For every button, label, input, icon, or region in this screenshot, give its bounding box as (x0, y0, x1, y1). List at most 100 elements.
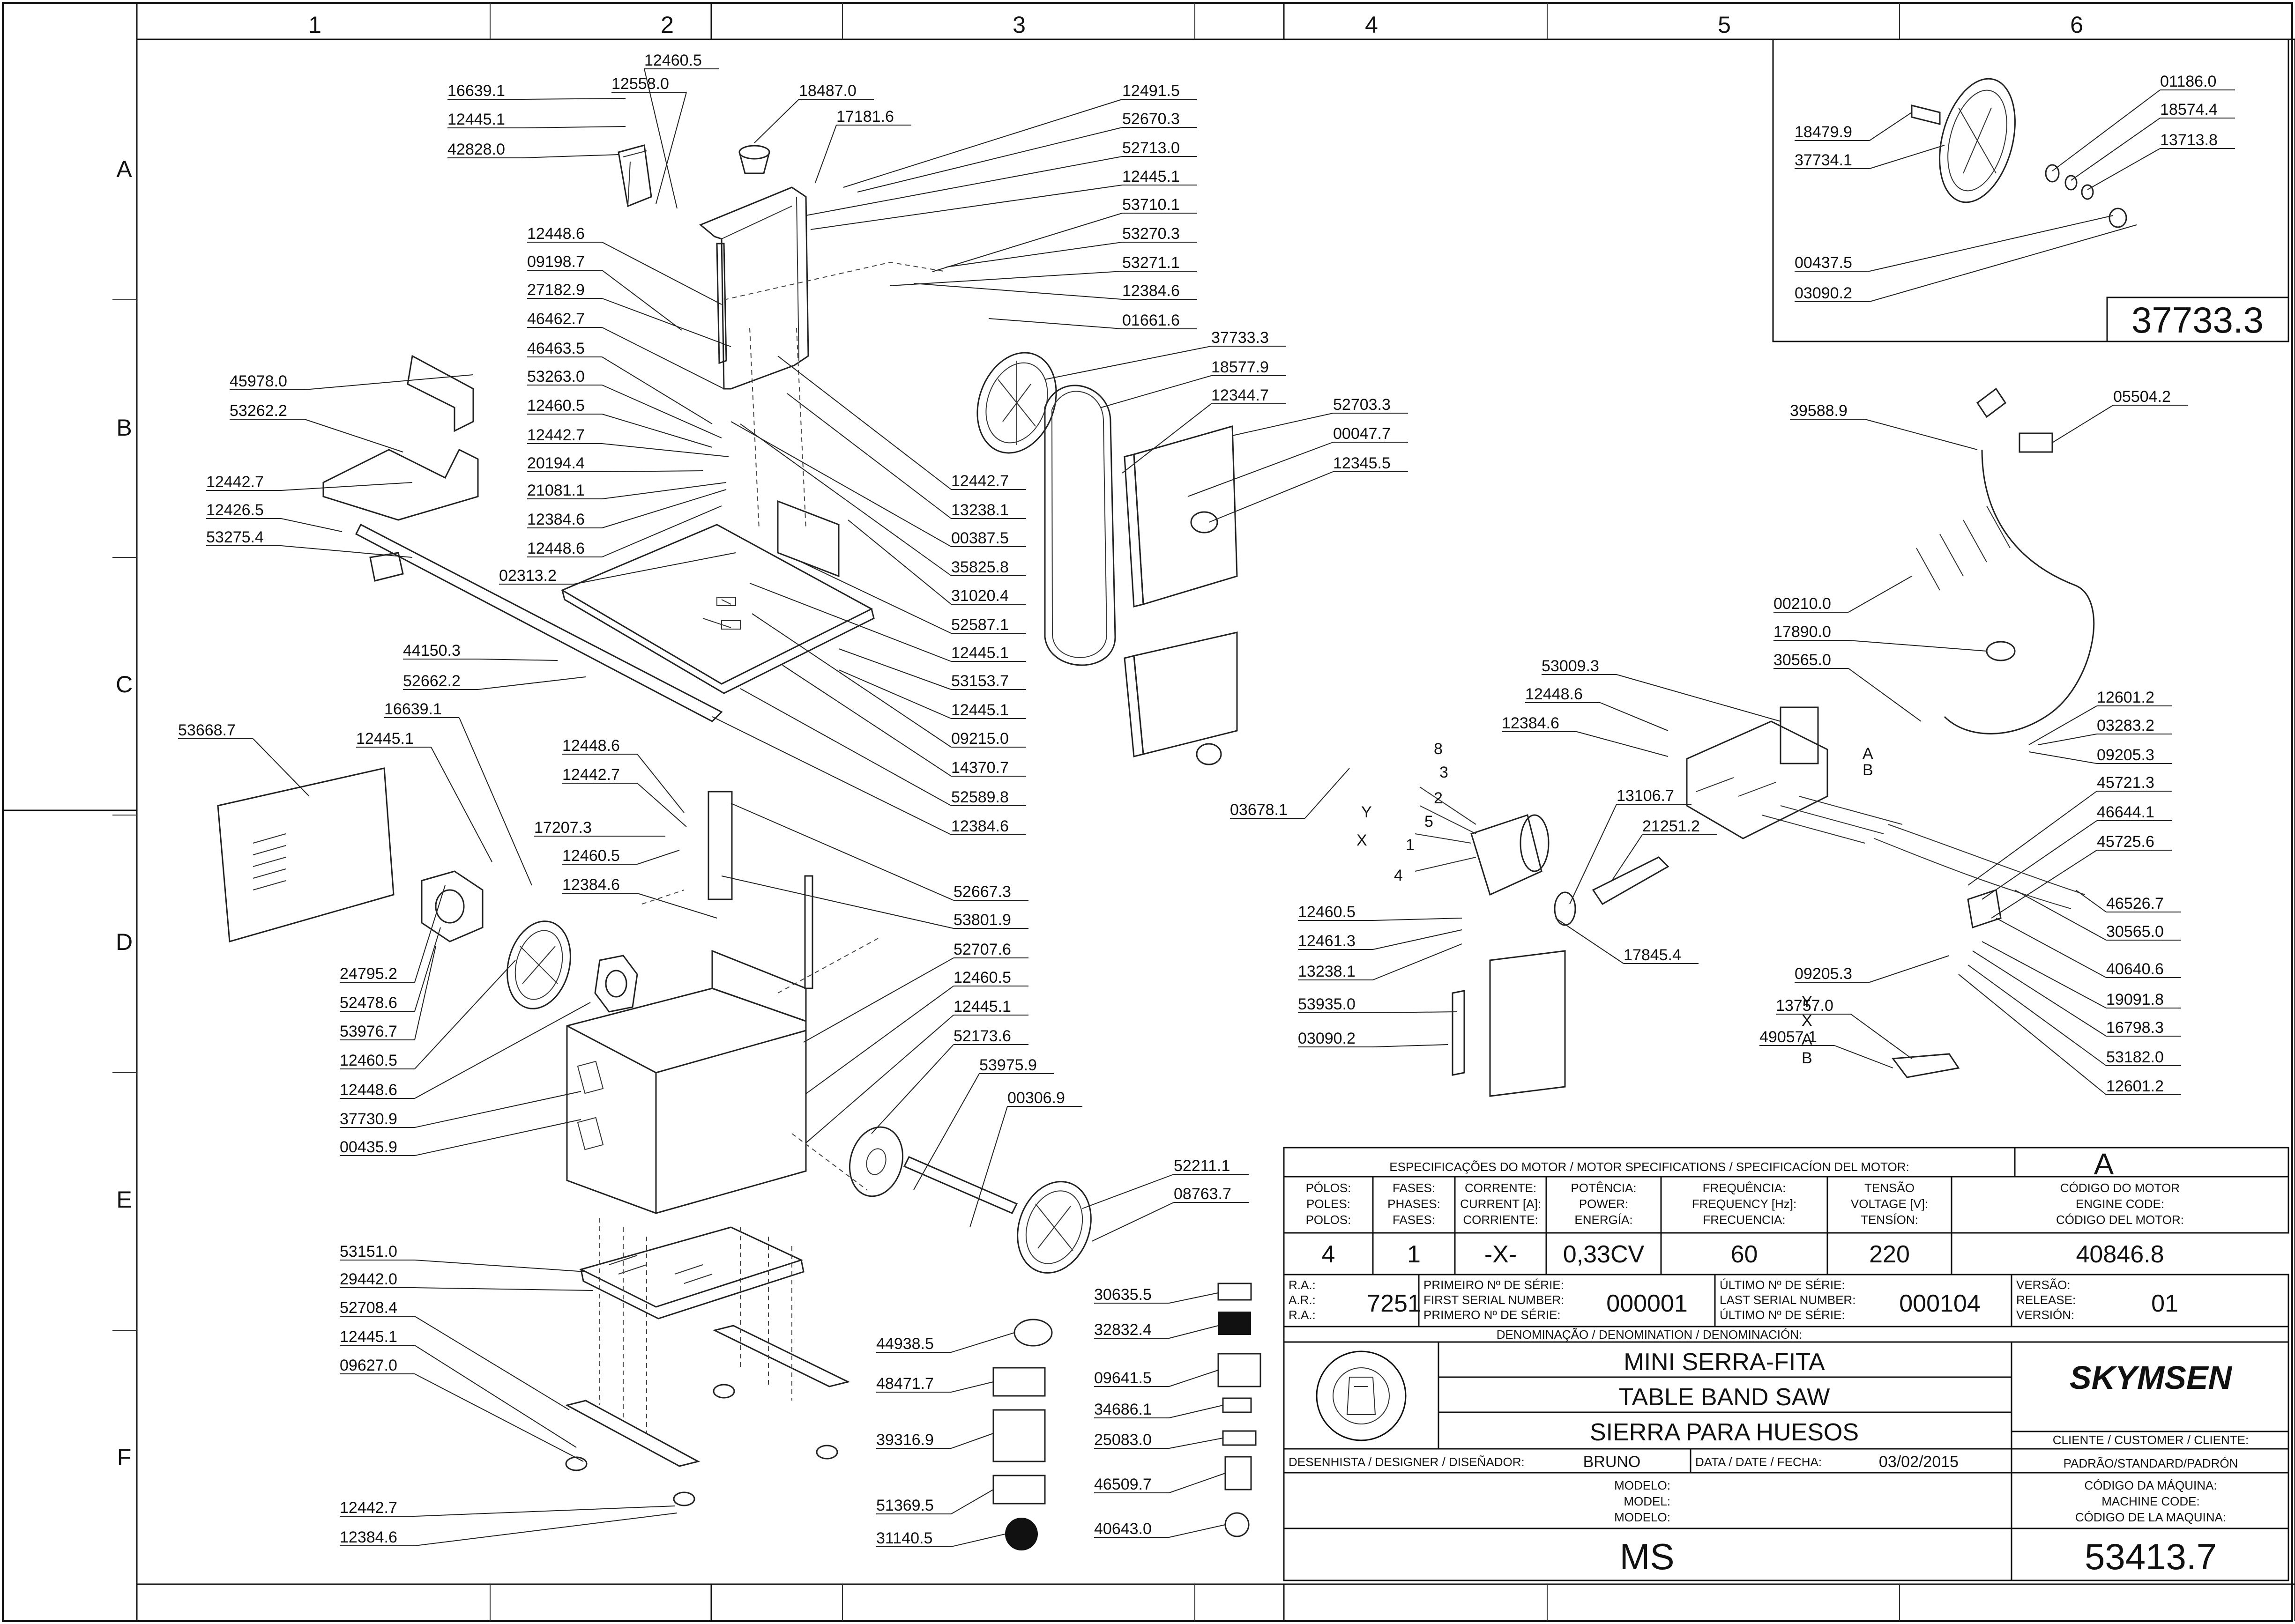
version-label: RELEASE: (2016, 1293, 2076, 1307)
part-number-label: 24795.2 (340, 965, 397, 983)
part-number-label: 52589.8 (951, 788, 1009, 806)
part-number-label: 05504.2 (2113, 388, 2171, 406)
part-number-label: 13238.1 (951, 501, 1009, 519)
leader-line (1094, 1370, 1219, 1387)
part-number-label: 52708.4 (340, 1299, 397, 1317)
part-number-label: 53801.9 (954, 911, 1011, 929)
leader-line (857, 127, 1197, 193)
part-number-label: 12442.7 (951, 472, 1009, 490)
part-number-label: 18574.4 (2160, 101, 2218, 119)
leader-line (403, 676, 586, 690)
motor-spec-value: 220 (1869, 1241, 1910, 1268)
leader-line (206, 545, 413, 558)
part-number-label: 18479.9 (1795, 123, 1852, 141)
leader-line (969, 1106, 1082, 1228)
part-number-label: 53710.1 (1122, 196, 1180, 214)
part-number-label: 12460.5 (954, 969, 1011, 986)
leader-line (340, 1373, 584, 1462)
part-number-label: 12384.6 (1502, 714, 1559, 732)
part-number-label: 45978.0 (230, 372, 287, 390)
motor-spec-header: CORRIENTE: (1463, 1213, 1538, 1227)
motor-spec-header: CÓDIGO DEL MOTOR: (2056, 1213, 2184, 1227)
ra-label: A.R.: (1289, 1293, 1316, 1307)
leader-line (1795, 224, 2137, 302)
part-number-label: 52587.1 (951, 616, 1009, 634)
leader-line (1208, 471, 1408, 523)
motor-spec-header: ENGINE CODE: (2076, 1197, 2164, 1211)
part-number-label: 12491.5 (1122, 82, 1180, 100)
part-number-label: 53976.7 (340, 1023, 397, 1040)
part-number-label: 37734.1 (1795, 151, 1852, 169)
fence-guide-rail (355, 523, 723, 722)
part-number-label: 30565.0 (1773, 651, 1831, 669)
leader-line (340, 1513, 678, 1546)
wire-label: X (1356, 831, 1367, 849)
motor-spec-header: POWER: (1579, 1197, 1628, 1211)
leader-line (1991, 850, 2172, 919)
part-number-label: 09641.5 (1094, 1369, 1152, 1387)
machine-name-pt: MINI SERRA-FITA (1624, 1349, 1825, 1376)
part-number-label: 03090.2 (1298, 1030, 1356, 1047)
leader-line (946, 242, 1197, 267)
leader-line (805, 986, 1028, 1094)
motor-spec-header: FASES: (1393, 1181, 1435, 1195)
motor-spec-value: 40846.8 (2076, 1241, 2164, 1268)
part-number-label: 12460.5 (644, 52, 702, 69)
leader-line (2052, 405, 2188, 443)
wire-label: 8 (1434, 740, 1443, 758)
part-number-label: 53182.0 (2106, 1048, 2164, 1066)
leader-line (206, 518, 343, 532)
leader-line (1094, 1473, 1226, 1493)
part-number-label: 12442.7 (340, 1499, 397, 1517)
leader-line (1101, 375, 1286, 408)
wire-label: B (1863, 761, 1873, 779)
part-number-label: 53935.0 (1298, 995, 1356, 1013)
leader-line (340, 1002, 591, 1099)
blade-guide-bracket (618, 144, 652, 208)
wire-label: B (1802, 1049, 1812, 1067)
machine-code-label: MACHINE CODE: (2101, 1494, 2199, 1508)
leader-line (1776, 1014, 1912, 1059)
leader-line (1091, 1202, 1249, 1242)
part-number-label: 12445.1 (356, 730, 414, 748)
wire-label: 2 (1434, 789, 1443, 807)
part-number-label: 12601.2 (2097, 689, 2154, 706)
motor-specs-title: ESPECIFICAÇÕES DO MOTOR / MOTOR SPECIFIC… (1389, 1160, 1909, 1174)
part-number-label: 17207.3 (534, 819, 592, 837)
leader-line (876, 1489, 994, 1514)
leader-line (1759, 1045, 1893, 1068)
part-number-label: 52173.6 (954, 1027, 1011, 1045)
motor-spec-header: POLOS: (1306, 1213, 1351, 1227)
part-number-label: 13238.1 (1298, 963, 1356, 980)
leader-line (1298, 1044, 1448, 1047)
leader-line (2087, 148, 2235, 190)
leader-line (1094, 1405, 1223, 1418)
dashed-assembly-lines (599, 890, 881, 1433)
last-serial-value: 000104 (1899, 1290, 1981, 1317)
leader-line (340, 946, 436, 1040)
wire-label: A (1802, 1031, 1812, 1048)
leader-line (527, 356, 713, 424)
part-number-label: 53151.0 (340, 1243, 397, 1261)
leader-line (1122, 403, 1286, 474)
part-number-label: 16639.1 (447, 82, 505, 100)
leader-line (447, 126, 626, 128)
leader-line (403, 659, 558, 661)
part-number-label: 12448.6 (527, 540, 585, 557)
leader-line (810, 185, 1197, 230)
part-number-label: 19091.8 (2106, 991, 2164, 1009)
leader-line (1795, 955, 1950, 983)
leader-line (913, 283, 1197, 300)
part-number-label: 52703.3 (1333, 396, 1391, 414)
part-number-label: 14370.7 (951, 759, 1009, 777)
grid-col-label: 3 (1013, 12, 1026, 38)
leader-line (1094, 1438, 1223, 1449)
leader-line (527, 414, 713, 448)
fence-bracket (322, 355, 479, 521)
leader-line (752, 613, 1026, 748)
wire-label: X (1802, 1012, 1812, 1030)
last-serial-label: ÚLTIMO Nº DE SÉRIE: (1720, 1308, 1845, 1322)
